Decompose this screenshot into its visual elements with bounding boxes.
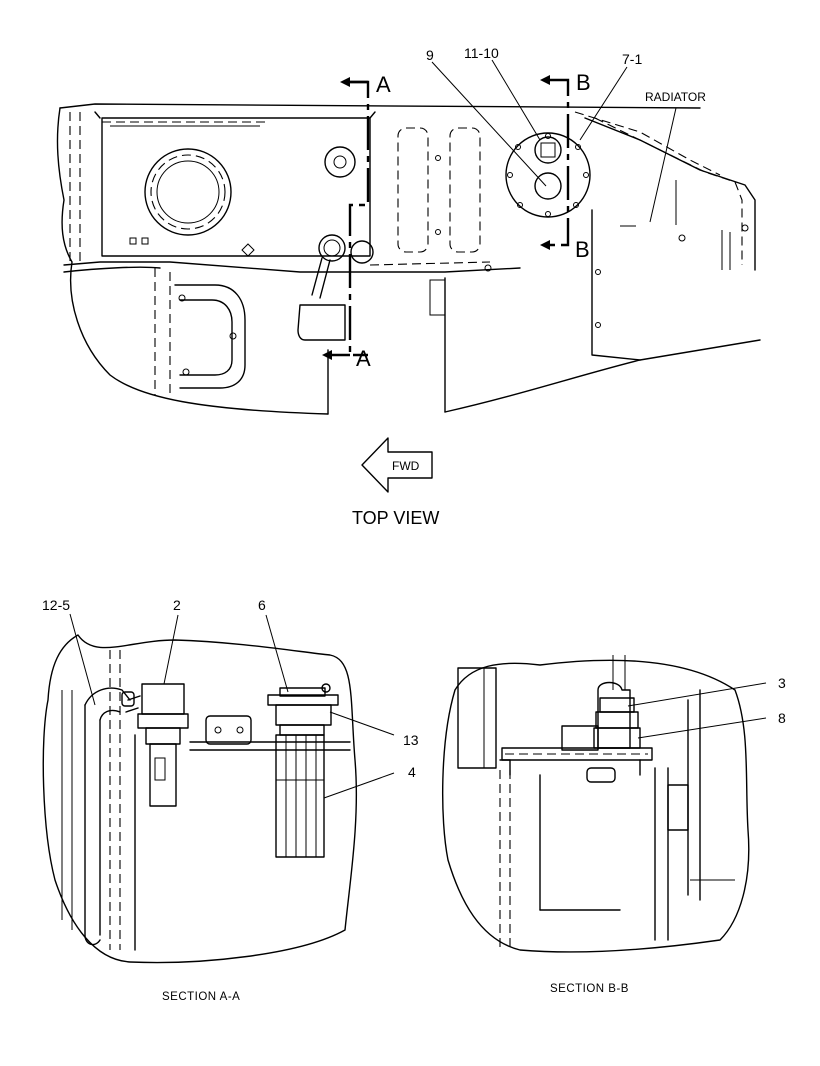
callout-4: 4 [408, 764, 416, 780]
callout-3: 3 [778, 675, 786, 691]
section-a-bottom-label: A [356, 346, 371, 371]
section-a-a: 12-5 2 6 13 4 SECTION A-A [42, 597, 419, 1003]
callout-9: 9 [426, 47, 434, 63]
section-b-top-label: B [576, 70, 591, 95]
callout-2: 2 [173, 597, 181, 613]
fwd-label: FWD [392, 459, 420, 473]
top-view: A A B B 9 11-10 7-1 RADIATOR FWD TOP VIE… [56, 45, 761, 528]
top-view-caption: TOP VIEW [352, 508, 439, 528]
callout-6: 6 [258, 597, 266, 613]
section-b-bottom-label: B [575, 237, 590, 262]
callout-11-10: 11-10 [464, 45, 499, 61]
callout-7-1: 7-1 [622, 51, 642, 67]
forward-arrow-icon [361, 437, 433, 493]
callout-radiator: RADIATOR [645, 90, 706, 104]
section-b-b: 3 8 SECTION B-B [441, 655, 786, 995]
callout-8: 8 [778, 710, 786, 726]
section-aa-caption: SECTION A-A [162, 991, 240, 1003]
section-bb-caption: SECTION B-B [550, 983, 629, 995]
callout-12-5: 12-5 [42, 597, 70, 613]
callout-13: 13 [403, 732, 419, 748]
section-a-top-label: A [376, 72, 391, 97]
